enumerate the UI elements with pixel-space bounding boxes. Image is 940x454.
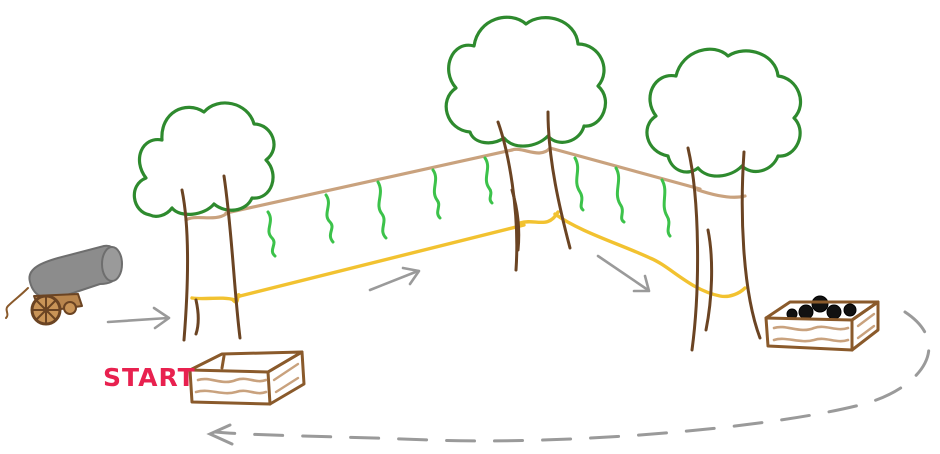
cannon-icon: [6, 246, 122, 324]
tree-foliage: [647, 49, 801, 176]
tree-icon-2: [446, 17, 605, 270]
vine-icon: [616, 168, 624, 222]
vine-icon: [485, 158, 492, 203]
tree-foliage: [134, 103, 274, 216]
cannonball-icon-group: [787, 296, 856, 319]
vine-icon: [433, 170, 440, 218]
tree-icon-1: [134, 103, 274, 340]
cannon-fuse: [6, 288, 28, 318]
vine-icon: [378, 182, 386, 238]
cannonball-icon: [812, 296, 828, 312]
cannon-wheel-rear: [64, 302, 76, 314]
dashed-path: [210, 312, 929, 444]
crate-icon-start: [190, 352, 304, 404]
cannonball-icon: [827, 305, 841, 319]
vine-icon: [662, 180, 670, 236]
arrow-icon-1: [108, 308, 169, 328]
crate-icon-end: [766, 296, 878, 350]
arrow-icon-2: [370, 268, 419, 290]
start-label: START: [103, 363, 196, 392]
arrow-icon-3: [598, 256, 649, 291]
cannonball-icon: [799, 305, 813, 319]
tree-foliage: [446, 17, 605, 146]
cannon-muzzle: [102, 247, 122, 281]
vine-icon: [268, 212, 275, 256]
vine-icon: [575, 158, 583, 210]
cannonball-icon: [844, 304, 856, 316]
tree-icon-3: [647, 49, 801, 350]
vine-icon: [326, 195, 333, 242]
tree-trunk: [688, 148, 760, 350]
